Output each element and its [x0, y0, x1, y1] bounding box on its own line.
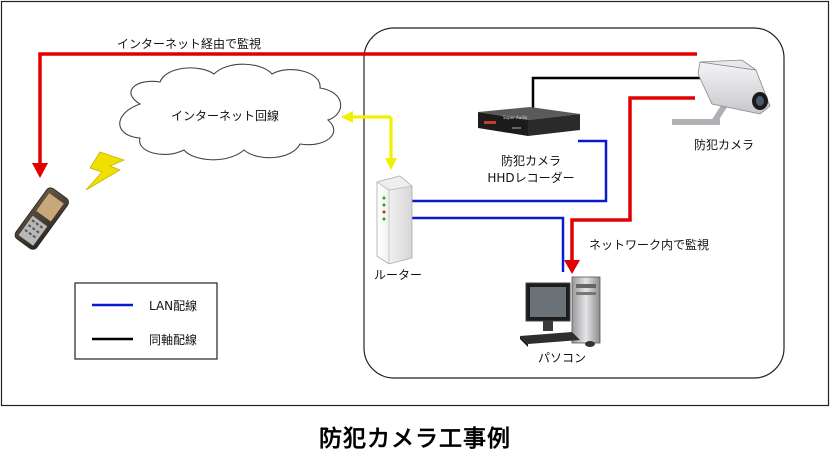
internet-monitor-line	[38, 52, 697, 165]
coax-cable	[531, 76, 700, 110]
legend-coax-label: 同軸配線	[149, 333, 198, 347]
internet-link-arrowhead-down	[385, 158, 397, 170]
internet-link-arrowhead-left	[341, 111, 353, 123]
network-monitor-arrowhead	[564, 260, 580, 274]
legend	[74, 282, 218, 360]
local-network-area	[363, 27, 785, 379]
router-label: ルーター	[374, 268, 423, 282]
lan-cable-recorder	[412, 139, 608, 203]
diagram-caption: 防犯カメラ工事例	[319, 426, 511, 452]
recorder-label: 防犯カメラ HHDレコーダー	[476, 152, 586, 186]
recorder-label-line1: 防犯カメラ	[500, 154, 561, 168]
lan-cable-pc	[412, 216, 565, 272]
recorder-brand-text: Super Audio	[503, 115, 528, 120]
pc-label: パソコン	[538, 351, 587, 365]
network-monitor-line	[570, 96, 695, 262]
security-camera-icon	[672, 59, 771, 125]
internet-line-label: インターネット回線	[171, 109, 280, 123]
network-monitor-label: ネットワーク内で監視	[589, 238, 710, 252]
camera-label: 防犯カメラ	[694, 138, 755, 152]
recorder-label-line2: HHDレコーダー	[487, 171, 575, 185]
internet-monitor-arrowhead	[32, 163, 48, 178]
personal-computer-icon	[520, 276, 601, 347]
mobile-phone-icon	[14, 187, 69, 250]
hdd-recorder-icon	[478, 107, 580, 136]
wireless-bolt-icon	[85, 151, 126, 191]
internet-monitor-label: インターネット経由で監視	[117, 37, 262, 51]
legend-lan-label: LAN配線	[149, 299, 198, 313]
diagram-frame	[0, 0, 830, 407]
router-icon	[376, 175, 413, 265]
legend-box	[74, 282, 218, 360]
internet-cloud	[119, 63, 342, 161]
